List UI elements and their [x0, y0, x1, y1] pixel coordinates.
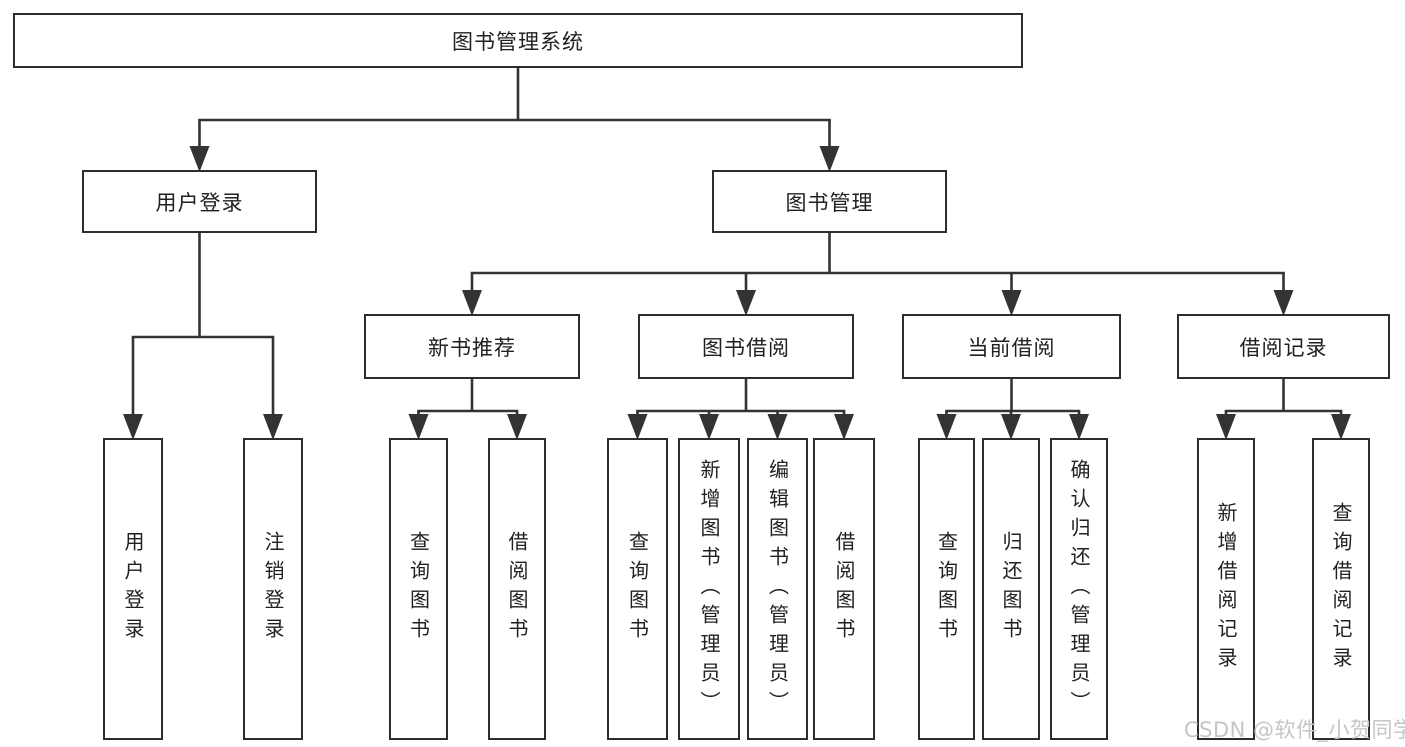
- node-query-borrow-record: 查询借阅记录: [1312, 438, 1370, 740]
- node-borrow-books-leaf: 借阅图书: [813, 438, 875, 740]
- node-user-login-leaf: 用户登录: [103, 438, 163, 740]
- arrow-down-icon: [699, 414, 719, 440]
- node-return-books: 归还图书: [982, 438, 1040, 740]
- watermark: CSDN @软件_小贺同学: [1184, 718, 1405, 742]
- node-label-borrow-books-recommend: 借阅图书: [505, 531, 529, 647]
- arrow-down-icon: [1069, 414, 1089, 440]
- node-query-books-recommend: 查询图书: [389, 438, 448, 740]
- node-add-borrow-record: 新增借阅记录: [1197, 438, 1255, 740]
- node-user-login: 用户登录: [82, 170, 317, 233]
- node-query-books-borrowing: 查询图书: [607, 438, 668, 740]
- node-book-borrowing: 图书借阅: [638, 314, 854, 379]
- arrow-down-icon: [507, 414, 527, 440]
- node-label-user-login: 用户登录: [155, 190, 244, 215]
- node-label-borrowing-records: 借阅记录: [1239, 335, 1328, 360]
- node-label-logout-leaf: 注销登录: [261, 531, 285, 647]
- node-borrow-books-recommend: 借阅图书: [488, 438, 546, 740]
- arrow-down-icon: [736, 290, 756, 316]
- node-query-books-current: 查询图书: [918, 438, 975, 740]
- arrow-down-icon: [462, 290, 482, 316]
- node-label-user-login-leaf: 用户登录: [121, 531, 145, 647]
- node-add-books-admin: 新增图书（管理员）: [678, 438, 740, 740]
- node-logout-leaf: 注销登录: [243, 438, 303, 740]
- node-label-return-books: 归还图书: [999, 531, 1023, 647]
- node-label-system-root: 图书管理系统: [452, 29, 584, 54]
- node-label-book-management: 图书管理: [785, 190, 874, 215]
- arrow-down-icon: [627, 414, 648, 440]
- node-current-borrowing: 当前借阅: [902, 314, 1121, 379]
- node-new-book-recommend: 新书推荐: [364, 314, 580, 379]
- node-label-book-borrowing: 图书借阅: [702, 335, 790, 360]
- arrow-down-icon: [263, 414, 283, 440]
- node-label-query-books-recommend: 查询图书: [406, 531, 431, 647]
- arrow-down-icon: [819, 146, 840, 172]
- node-label-borrow-books-leaf: 借阅图书: [832, 531, 856, 647]
- arrow-down-icon: [1001, 414, 1021, 440]
- node-system-root: 图书管理系统: [13, 13, 1023, 68]
- arrow-down-icon: [123, 414, 143, 440]
- node-label-new-book-recommend: 新书推荐: [428, 335, 516, 360]
- node-label-current-borrowing: 当前借阅: [967, 335, 1056, 360]
- arrow-down-icon: [936, 414, 957, 440]
- node-label-confirm-return-admin: 确认归还（管理员）: [1067, 458, 1091, 720]
- arrow-down-icon: [767, 414, 788, 440]
- arrow-down-icon: [1216, 414, 1236, 440]
- arrow-down-icon: [1273, 290, 1294, 316]
- node-label-query-borrow-record: 查询借阅记录: [1329, 502, 1353, 676]
- arrow-down-icon: [1001, 290, 1022, 316]
- arrow-down-icon: [408, 414, 429, 440]
- node-label-add-books-admin: 新增图书（管理员）: [697, 458, 721, 720]
- arrow-down-icon: [834, 414, 854, 440]
- arrow-down-icon: [1331, 414, 1351, 440]
- node-confirm-return-admin: 确认归还（管理员）: [1050, 438, 1108, 740]
- node-label-query-books-current: 查询图书: [934, 531, 959, 647]
- node-borrowing-records: 借阅记录: [1177, 314, 1390, 379]
- node-book-management: 图书管理: [712, 170, 947, 233]
- arrow-down-icon: [189, 146, 210, 172]
- node-edit-books-admin: 编辑图书（管理员）: [747, 438, 808, 740]
- node-label-add-borrow-record: 新增借阅记录: [1214, 502, 1238, 676]
- node-label-edit-books-admin: 编辑图书（管理员）: [765, 458, 790, 720]
- node-label-query-books-borrowing: 查询图书: [625, 531, 650, 647]
